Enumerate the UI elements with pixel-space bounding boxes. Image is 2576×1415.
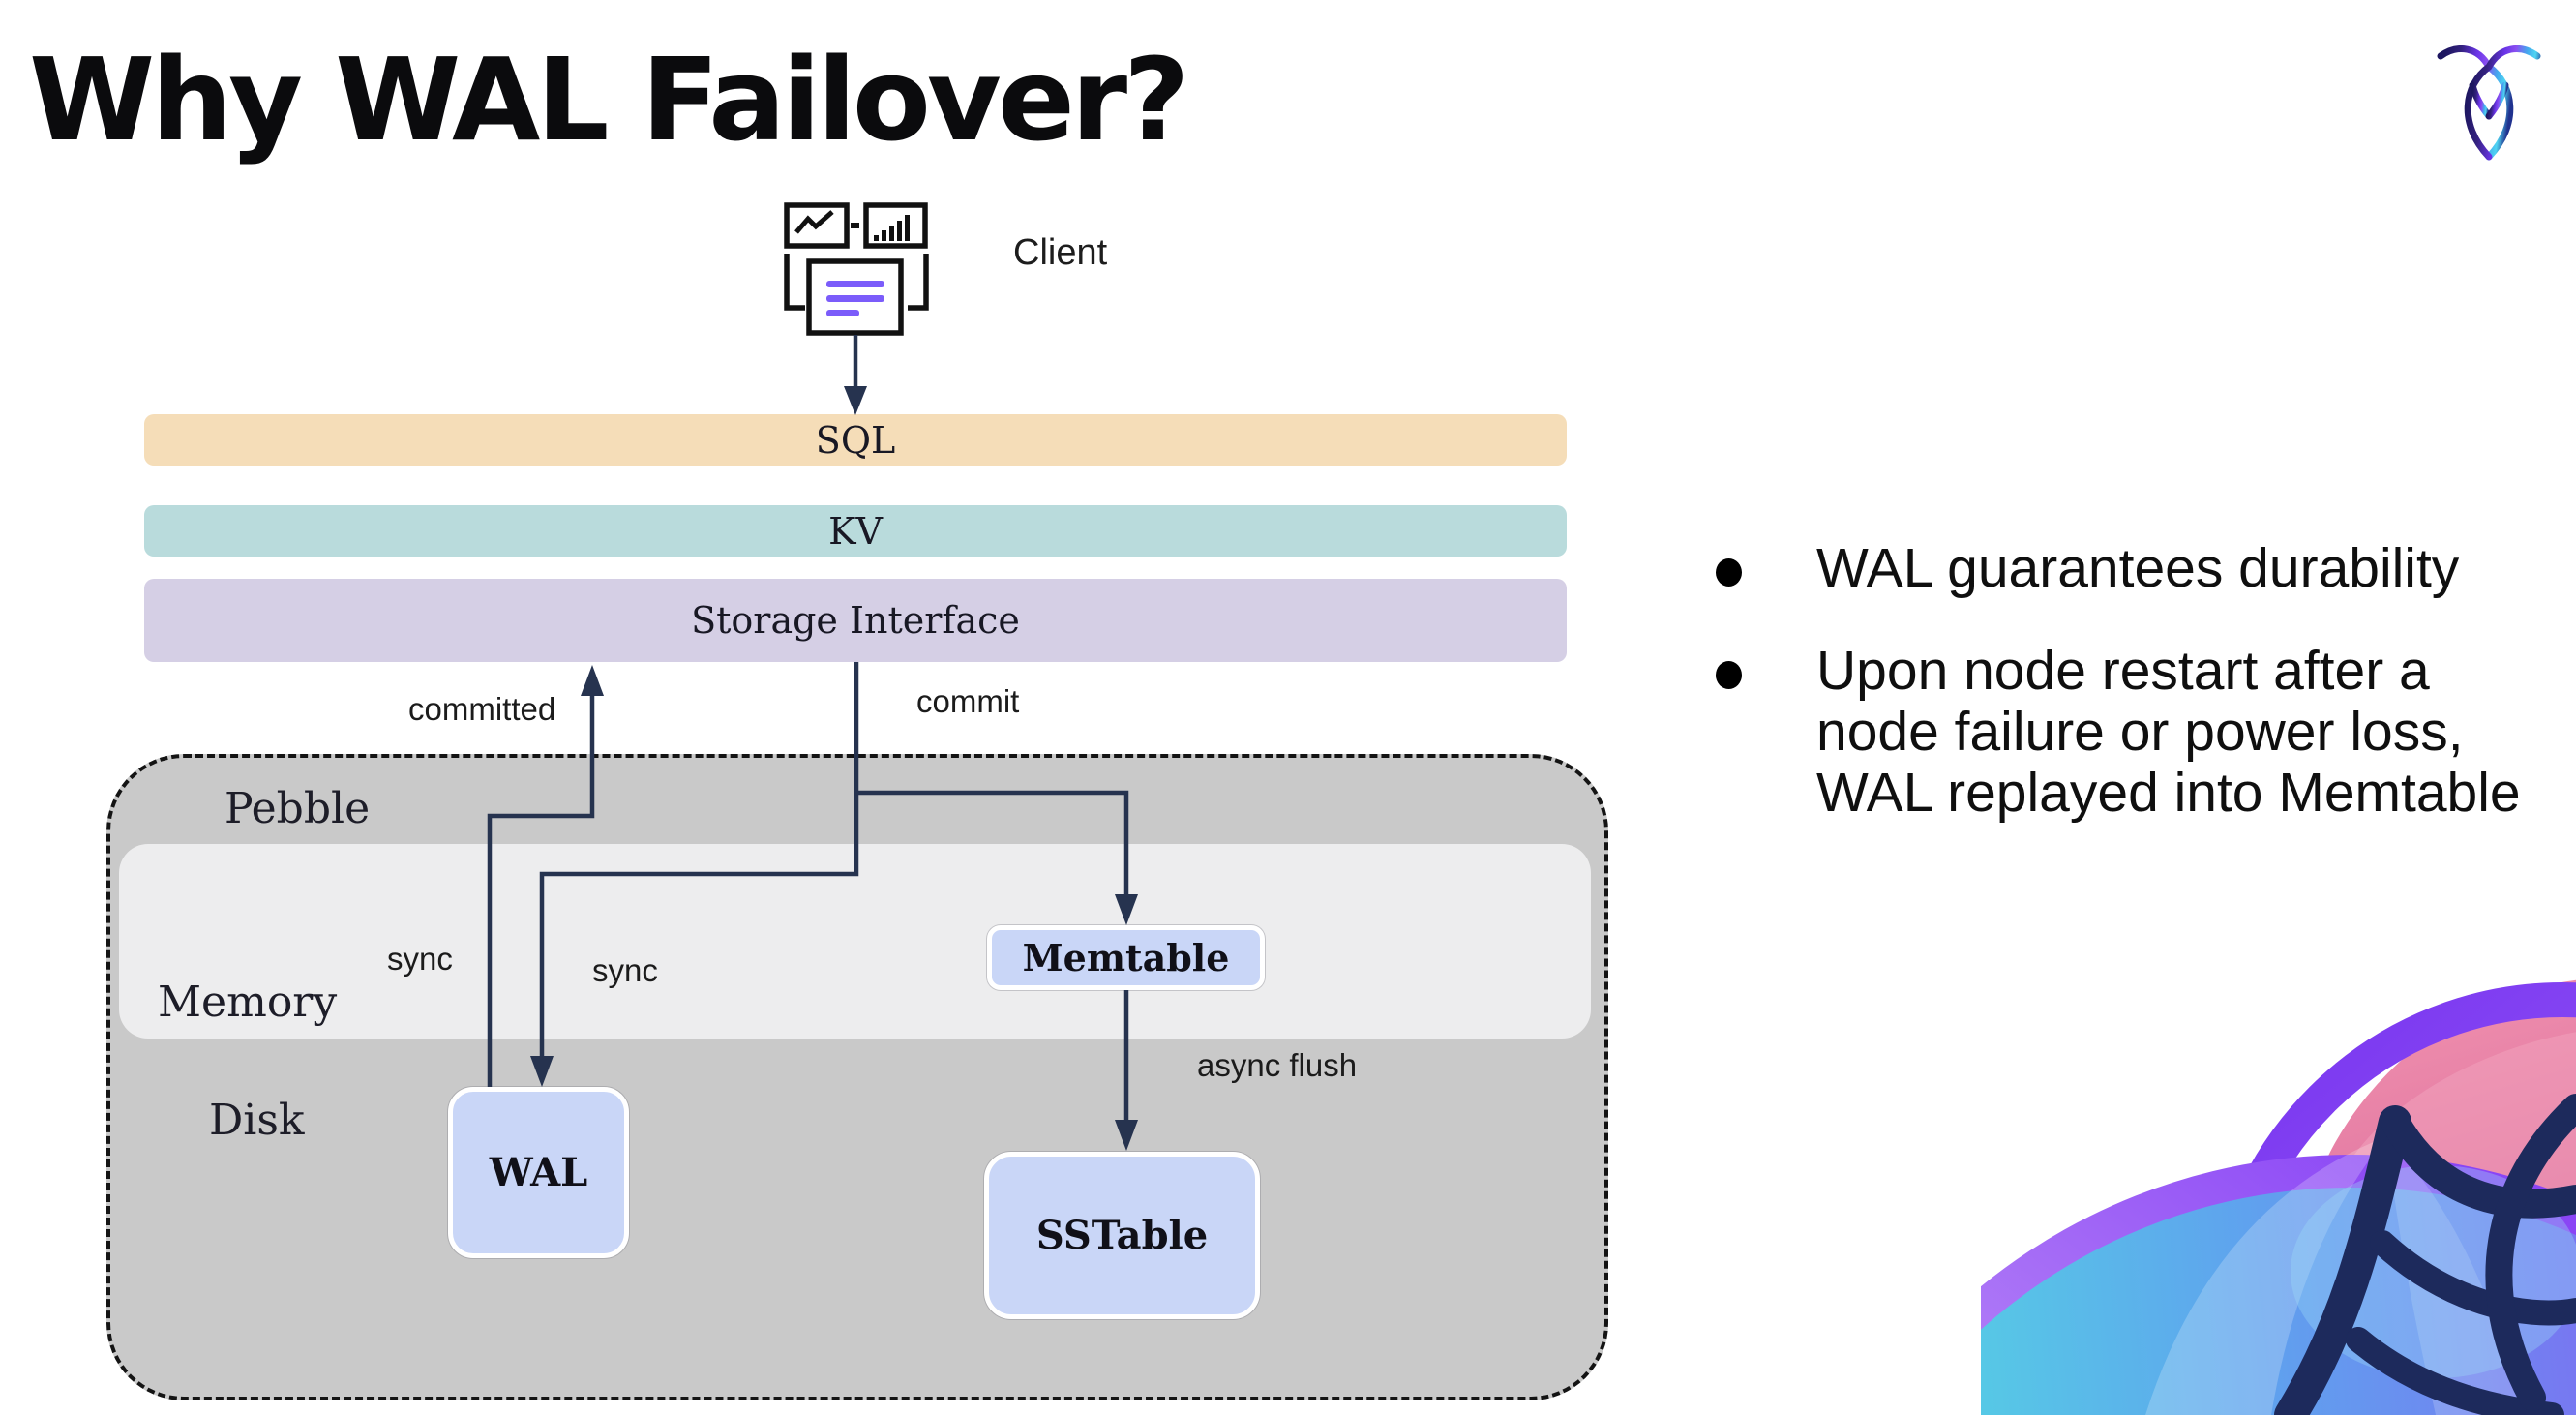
node-memtable-label: Memtable (1022, 936, 1230, 979)
layer-bar-sql: SQL (144, 414, 1567, 466)
cockroachdb-logo-icon (2437, 45, 2541, 161)
bullet-dot-icon (1716, 558, 1742, 587)
edge-label-async-flush: async flush (1197, 1047, 1358, 1083)
edge-label-sync-up: sync (387, 941, 453, 977)
node-wal-label: WAL (489, 1150, 588, 1195)
disk-label: Disk (209, 1096, 305, 1145)
layer-bar-kv: KV (144, 505, 1567, 557)
memory-band (119, 844, 1591, 1039)
client-workstation-icon (784, 202, 929, 336)
layer-label-kv: KV (828, 509, 883, 553)
edge-label-sync-down: sync (592, 952, 658, 988)
bullet-item-replay: Upon node restart after a node failure o… (1816, 641, 2576, 824)
node-memtable: Memtable (987, 925, 1265, 990)
node-wal: WAL (448, 1087, 629, 1258)
arrow-client-to-sql (844, 335, 867, 415)
pebble-label: Pebble (225, 784, 371, 833)
memory-label: Memory (158, 978, 338, 1027)
bullet-item-durability: WAL guarantees durability (1816, 537, 2460, 599)
edge-label-commit: commit (916, 683, 1020, 719)
layer-bar-storage-interface: Storage Interface (144, 579, 1567, 662)
slide-title: Why WAL Failover? (29, 33, 1190, 166)
brand-art-graphic (1981, 979, 2576, 1415)
bullet-line: WAL replayed into Memtable (1816, 762, 2521, 824)
edge-label-committed: committed (408, 691, 556, 727)
bullet-line: Upon node restart after a (1816, 640, 2430, 702)
bullet-line: node failure or power loss, (1816, 701, 2464, 763)
layer-label-storage-interface: Storage Interface (691, 599, 1020, 642)
node-sstable-label: SSTable (1035, 1213, 1209, 1258)
client-label: Client (1013, 232, 1108, 273)
bullet-dot-icon (1716, 661, 1742, 689)
node-sstable: SSTable (984, 1152, 1260, 1319)
layer-label-sql: SQL (815, 418, 896, 462)
